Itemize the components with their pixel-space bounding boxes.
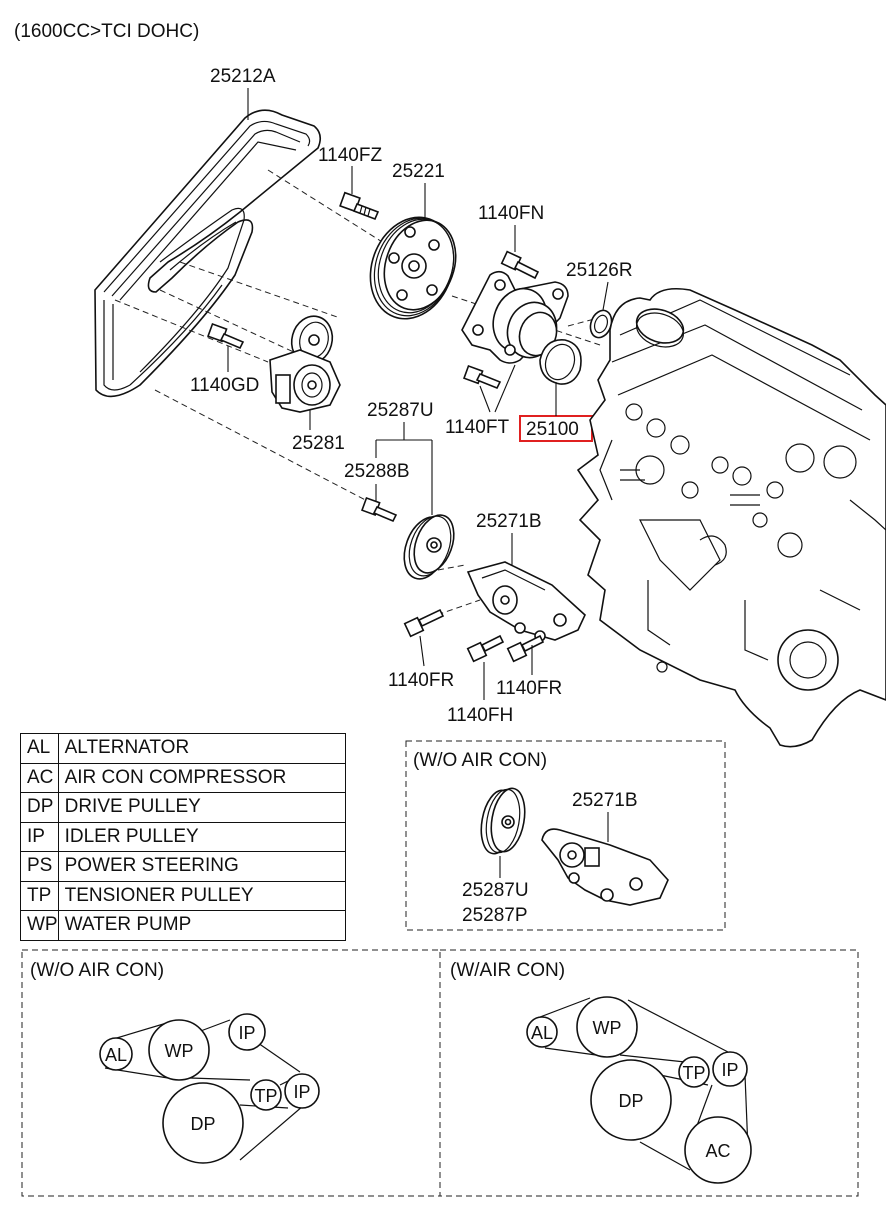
- tensioner-25281[interactable]: [269, 312, 341, 413]
- legend-name: AIR CON COMPRESSOR: [57, 762, 347, 793]
- bracket-25271B[interactable]: [466, 561, 586, 642]
- svg-text:IP: IP: [293, 1082, 310, 1102]
- callout-25100: 25100: [526, 419, 579, 440]
- callout-1140GD: 1140GD: [190, 375, 259, 396]
- idler-pulley-25287U[interactable]: [396, 510, 461, 585]
- routing-wo-aircon-IP-right: IP: [284, 1073, 320, 1109]
- callout-1140FR-right: 1140FR: [496, 678, 562, 699]
- routing-wo-aircon-IP-top: IP: [228, 1013, 266, 1051]
- svg-text:AL: AL: [531, 1023, 553, 1043]
- inset-wo-aircon-box: [405, 740, 726, 931]
- callout-25221: 25221: [392, 161, 445, 182]
- inset-bracket[interactable]: [541, 828, 669, 906]
- routing-w-aircon-title: (W/AIR CON): [450, 960, 565, 981]
- bolt-1140FH[interactable]: [466, 634, 505, 663]
- inset-idler-pulley[interactable]: [477, 786, 530, 857]
- bolt-1140FT[interactable]: [463, 364, 502, 390]
- water-pump-25100[interactable]: [461, 270, 582, 385]
- callout-1140FT: 1140FT: [445, 417, 509, 438]
- callout-25281: 25281: [292, 433, 345, 454]
- svg-text:TP: TP: [682, 1063, 705, 1083]
- legend-name: POWER STEERING: [57, 851, 347, 882]
- routing-w-aircon-AC: AC: [684, 1116, 752, 1184]
- inset-title: (W/O AIR CON): [413, 750, 547, 771]
- svg-text:WP: WP: [593, 1018, 622, 1038]
- bolt-25288B[interactable]: [361, 496, 398, 523]
- routing-wo-aircon-TP: TP: [250, 1079, 282, 1111]
- inset-callout-25287U: 25287U: [462, 880, 529, 901]
- pulley-25221[interactable]: [357, 205, 468, 330]
- engine-header: (1600CC>TCI DOHC): [14, 21, 199, 42]
- bolt-1140GD[interactable]: [207, 322, 245, 350]
- engine-block: [576, 287, 886, 748]
- bolt-1140FR-right[interactable]: [506, 634, 545, 663]
- legend-code: AC: [20, 762, 59, 793]
- routing-w-aircon-TP: TP: [678, 1056, 710, 1088]
- legend-code: DP: [20, 792, 59, 823]
- legend-name: WATER PUMP: [57, 910, 347, 941]
- callout-1140FH: 1140FH: [447, 705, 513, 726]
- svg-text:IP: IP: [238, 1023, 255, 1043]
- routing-wo-aircon-WP: WP: [148, 1019, 210, 1081]
- routing-wo-aircon-AL: AL: [99, 1037, 133, 1071]
- inset-callout-25271B: 25271B: [572, 790, 638, 811]
- callout-25287U: 25287U: [367, 400, 434, 421]
- callout-25212A: 25212A: [210, 66, 276, 87]
- bolt-1140FZ[interactable]: [339, 191, 380, 221]
- callout-25126R: 25126R: [566, 260, 633, 281]
- routing-w-aircon-IP: IP: [712, 1051, 748, 1087]
- legend-code: TP: [20, 880, 59, 911]
- bolt-1140FN[interactable]: [500, 250, 540, 280]
- svg-text:WP: WP: [165, 1041, 194, 1061]
- callout-1140FR-left: 1140FR: [388, 670, 454, 691]
- serpentine-belt[interactable]: [94, 109, 322, 398]
- routing-box-wo-aircon: [21, 949, 441, 1197]
- legend-code: AL: [20, 733, 59, 764]
- callout-1140FN: 1140FN: [478, 203, 544, 224]
- routing-wo-aircon-title: (W/O AIR CON): [30, 960, 164, 981]
- inset-callout-25287P: 25287P: [462, 905, 528, 926]
- legend-name: DRIVE PULLEY: [57, 792, 347, 823]
- routing-w-aircon-WP: WP: [576, 996, 638, 1058]
- bolt-1140FR-left[interactable]: [403, 608, 445, 638]
- routing-w-aircon-AL: AL: [526, 1016, 558, 1048]
- svg-text:DP: DP: [190, 1114, 215, 1134]
- callout-1140FZ: 1140FZ: [318, 145, 382, 166]
- svg-text:IP: IP: [721, 1060, 738, 1080]
- svg-text:AL: AL: [105, 1045, 127, 1065]
- legend-name: ALTERNATOR: [57, 733, 347, 764]
- legend-code: PS: [20, 851, 59, 882]
- legend-name: TENSIONER PULLEY: [57, 880, 347, 911]
- legend-code: IP: [20, 821, 59, 852]
- svg-text:DP: DP: [618, 1091, 643, 1111]
- routing-box-w-aircon: [439, 949, 859, 1197]
- callout-25271B: 25271B: [476, 511, 542, 532]
- routing-w-aircon-DP: DP: [590, 1059, 672, 1141]
- svg-text:AC: AC: [705, 1141, 730, 1161]
- legend-name: IDLER PULLEY: [57, 821, 347, 852]
- legend-code: WP: [20, 910, 59, 941]
- routing-wo-aircon-DP: DP: [162, 1082, 244, 1164]
- callout-25288B: 25288B: [344, 461, 410, 482]
- svg-text:TP: TP: [254, 1086, 277, 1106]
